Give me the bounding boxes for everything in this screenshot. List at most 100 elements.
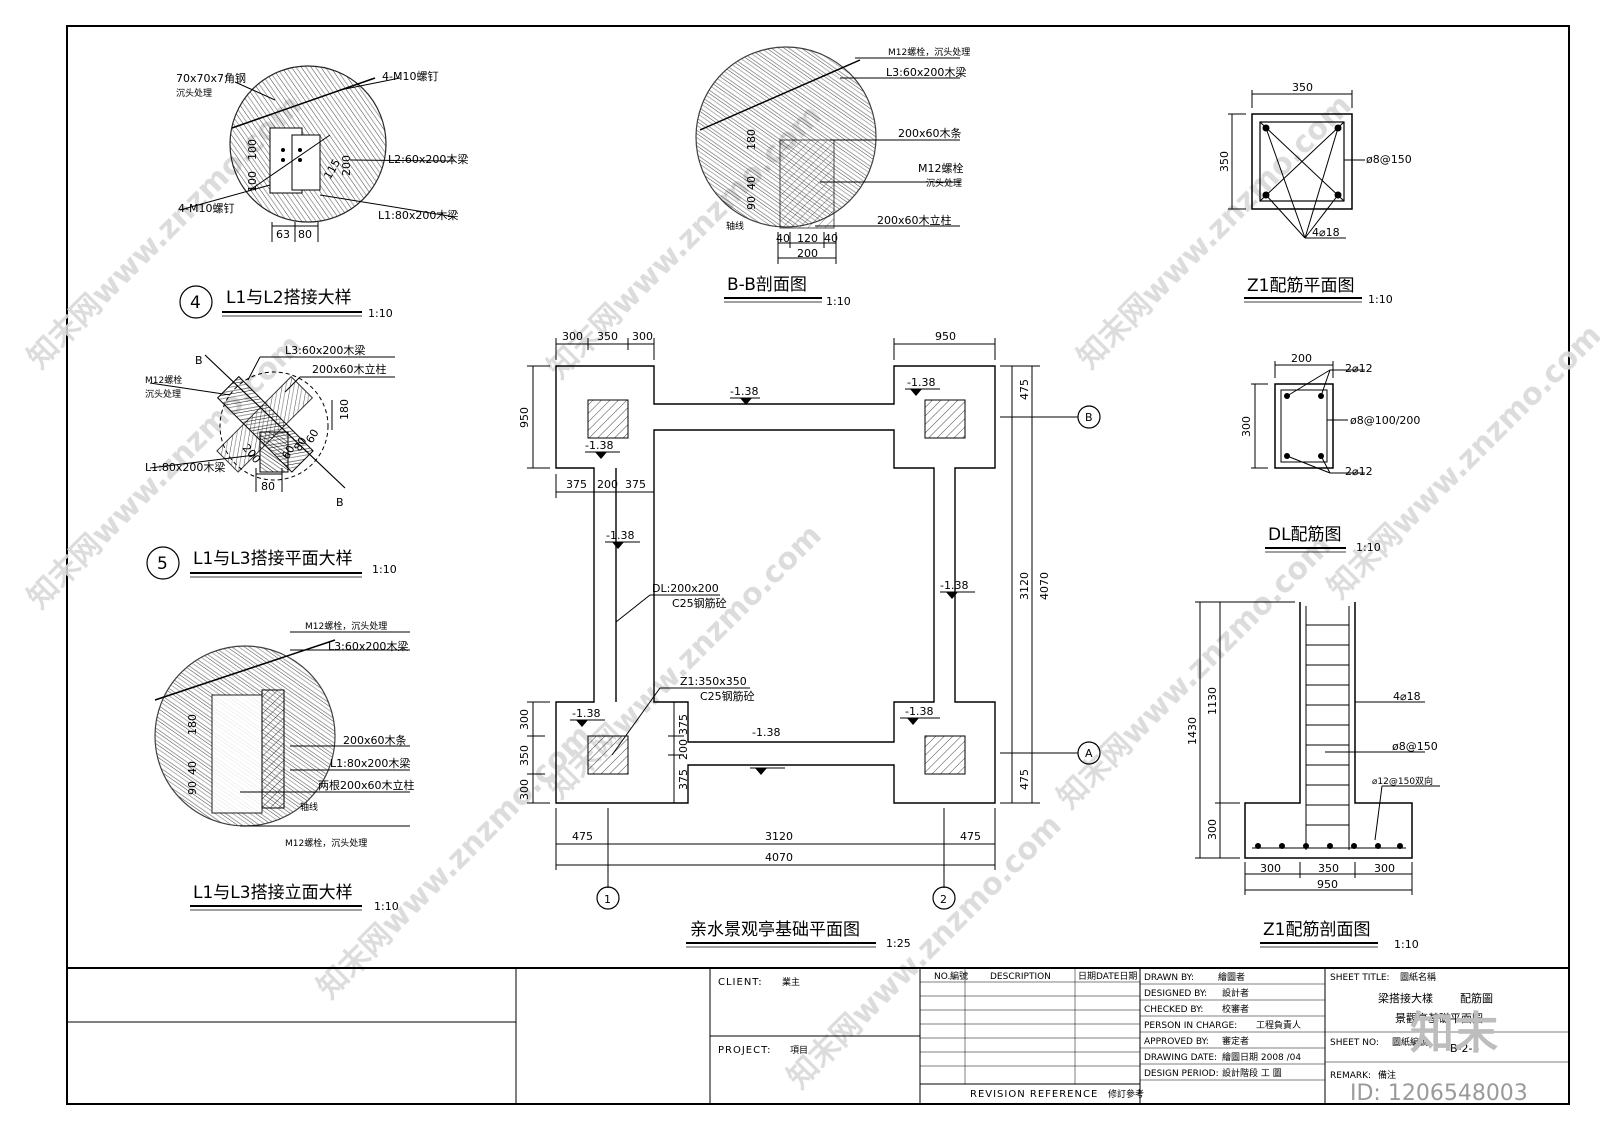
dl-label: 2⌀12	[1345, 362, 1373, 375]
detail-bb-label: 轴线	[726, 220, 744, 232]
watermark-id: ID: 1206548003	[1350, 1081, 1528, 1106]
detail-elev-label: 200x60木条	[343, 733, 407, 747]
detail-elev-dim: 40	[186, 761, 199, 775]
detail-z1-plan: 350 350 ø8@150 4⌀18 Z1配筋平面图 1:10	[1218, 81, 1412, 306]
plan-dim: 475	[572, 830, 593, 843]
detail-bb-dim: 200	[797, 247, 818, 260]
level-mark: -1.38	[572, 707, 600, 720]
tb-row-key: DRAWN BY:	[1144, 973, 1194, 983]
tb-row-key: APPROVED BY:	[1144, 1037, 1209, 1047]
plan-dim: 200	[597, 478, 618, 491]
z1-section-dim: 300	[1260, 862, 1281, 875]
dl-title: DL配筋图	[1268, 525, 1342, 545]
detail-elev-label: M12螺栓，沉头处理	[305, 620, 387, 632]
detail-4: 70x70x7角钢 沉头处理 4-M10螺钉 L2:60x200木梁 4-M10…	[176, 65, 468, 320]
detail-4-number: 4	[190, 293, 201, 313]
z1-section-label: ⌀12@150双向	[1372, 775, 1433, 787]
tb-row-key: DESIGN PERIOD:	[1144, 1069, 1219, 1079]
plan-dim: 950	[518, 407, 531, 428]
sheet-title: 配筋圖	[1460, 991, 1493, 1005]
detail-bb-label: M12螺栓，沉头处理	[888, 46, 970, 58]
detail-bb-dim: 40	[824, 232, 838, 245]
detail-elev-dim: 180	[186, 714, 199, 735]
z1-plan-label: ø8@150	[1366, 153, 1412, 166]
tb-row-key: DESIGNED BY:	[1144, 989, 1207, 999]
foundation-plan: -1.38 -1.38 -1.38 -1.38 -1.38 -1.38 -1.3…	[518, 330, 1101, 950]
tb-row-key: DRAWING DATE:	[1144, 1053, 1217, 1063]
detail-bb-label: L3:60x200木梁	[886, 65, 966, 79]
z1-plan-label: 4⌀18	[1312, 226, 1340, 239]
level-mark: -1.38	[606, 529, 634, 542]
detail-elevation: M12螺栓，沉头处理 L3:60x200木梁 200x60木条 L1:80x20…	[154, 620, 415, 913]
detail-elev-label: L1:80x200木梁	[330, 756, 410, 770]
detail-5-number: 5	[157, 554, 168, 574]
detail-4-dim: 100	[246, 139, 259, 160]
detail-5-label: L1:80x200木梁	[145, 460, 225, 474]
plan-scale: 1:25	[886, 937, 911, 950]
detail-bb-dim: 40	[776, 232, 790, 245]
detail-4-label: 70x70x7角钢	[176, 72, 246, 85]
detail-elev-label: L3:60x200木梁	[328, 639, 408, 653]
detail-5-dim: 60	[279, 443, 297, 462]
remark-value: 備注	[1378, 1069, 1396, 1081]
remark-label: REMARK:	[1330, 1071, 1371, 1081]
plan-dim: 950	[935, 330, 956, 343]
plan-dim: 475	[1018, 379, 1031, 400]
detail-4-dim: 80	[298, 228, 312, 241]
detail-4-label: 4-M10螺钉	[382, 70, 438, 83]
level-mark: -1.38	[905, 705, 933, 718]
sheet-title-label: SHEET TITLE:	[1330, 973, 1390, 983]
detail-bb-section: M12螺栓，沉头处理 L3:60x200木梁 200x60木条 M12螺栓 沉头…	[695, 46, 970, 308]
sheet-number: B-2-5	[1450, 1042, 1479, 1055]
detail-5-dim: 80	[261, 480, 275, 493]
title-block: CLIENT: 業主 PROJECT: 項目 NO. 編號 DESCRIPTIO…	[67, 967, 1569, 1104]
detail-4-label: L1:80x200木梁	[378, 208, 458, 222]
revision-reference: REVISION REFERENCE	[970, 1089, 1098, 1100]
plan-dim: 375	[677, 714, 690, 735]
axis-bubble: 1	[604, 893, 611, 906]
axis-bubble: 2	[940, 893, 947, 906]
z1-section-label: 4⌀18	[1393, 690, 1421, 703]
z1-section-dim: 1430	[1186, 717, 1199, 745]
detail-4-label: 沉头处理	[176, 87, 212, 99]
revision-no-header: NO.	[934, 972, 950, 982]
watermark-text: 知末网www.znzmo.com	[541, 518, 829, 806]
axis-bubble: A	[1085, 747, 1093, 760]
plan-dim: 350	[518, 745, 531, 766]
plan-note: C25钢筋砼	[700, 689, 755, 703]
sheet-title-label: 圖紙名稱	[1400, 971, 1436, 983]
revision-desc-header: DESCRIPTION	[990, 972, 1051, 982]
watermark-logo: 知末	[1410, 1008, 1498, 1059]
level-mark: -1.38	[907, 376, 935, 389]
z1-section-dim: 300	[1374, 862, 1395, 875]
detail-5-label: 沉头处理	[145, 388, 181, 400]
detail-bb-title: B-B剖面图	[727, 275, 807, 295]
revision-reference: 修訂參考	[1108, 1088, 1144, 1100]
tb-row-value: 校審者	[1222, 1003, 1249, 1015]
detail-bb-scale: 1:10	[826, 295, 851, 308]
tb-row-value: 繪圖日期 2008 /04	[1222, 1051, 1301, 1063]
detail-elev-label: M12螺栓，沉头处理	[285, 837, 367, 849]
level-mark: -1.38	[730, 385, 758, 398]
plan-dim: 475	[960, 830, 981, 843]
sheet-title: 景觀亭基礎平面圖	[1395, 1011, 1483, 1025]
detail-5-dim: 180	[338, 399, 351, 420]
plan-dim: 475	[1018, 769, 1031, 790]
z1-plan-title: Z1配筋平面图	[1247, 276, 1354, 296]
detail-4-dim: 200	[340, 155, 353, 176]
plan-dim: 4070	[1038, 572, 1051, 600]
tb-row-key: CHECKED BY:	[1144, 1005, 1203, 1015]
detail-4-scale: 1:10	[368, 307, 393, 320]
detail-5-label: M12螺栓	[145, 374, 182, 386]
sheet-title: 梁搭接大樣	[1378, 991, 1433, 1005]
detail-5-scale: 1:10	[372, 563, 397, 576]
detail-5: B B L3:60x200木梁 200x60木立柱 M12螺栓 沉头处理 L1:…	[145, 343, 397, 580]
plan-dim: 300	[518, 779, 531, 800]
detail-z1-section: 4⌀18 ø8@150 ⌀12@150双向 1430 1130 300 300 …	[1186, 601, 1440, 951]
tb-row-value: 審定者	[1222, 1035, 1249, 1047]
detail-5-section-mark: B	[336, 496, 344, 509]
detail-dl: 200 300 2⌀12 ø8@100/200 2⌀12 DL配筋图 1:10	[1240, 352, 1420, 554]
plan-dim: 300	[562, 330, 583, 343]
detail-elev-label: 轴线	[300, 801, 318, 813]
project-value: 項目	[790, 1045, 808, 1056]
